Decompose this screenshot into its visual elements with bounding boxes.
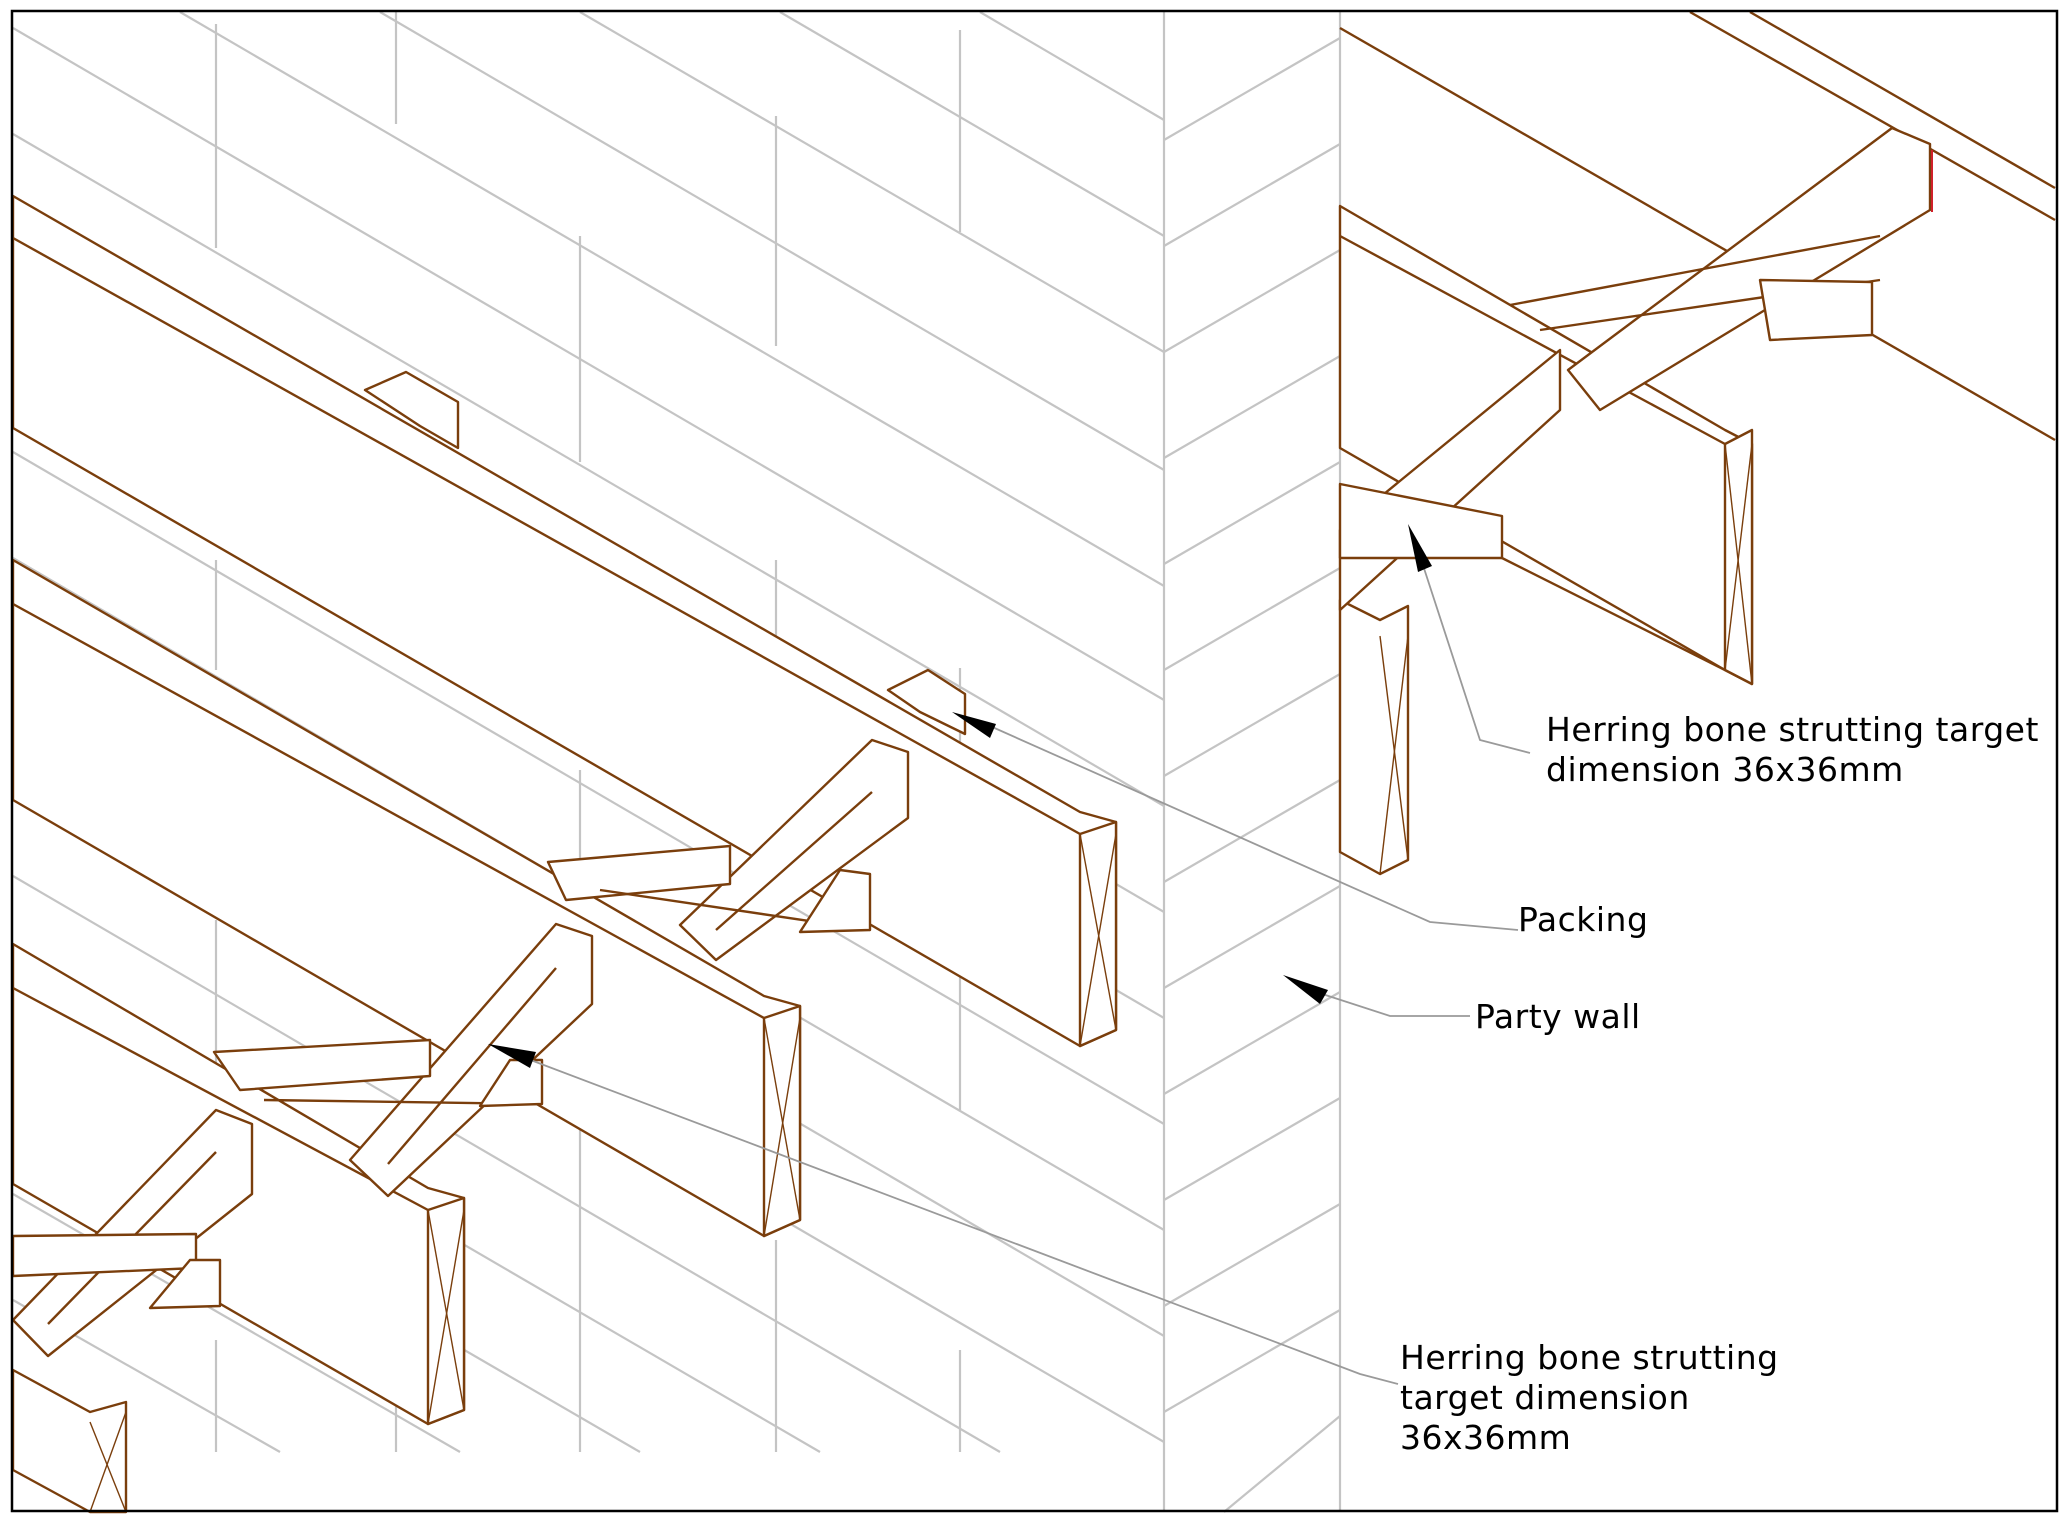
leader-lines xyxy=(519,552,1531,1385)
label-strutting-bottom: Herring bone strutting target dimension … xyxy=(1400,1338,1779,1457)
left-joists xyxy=(11,194,1118,1514)
leader-arrowheads xyxy=(488,524,1432,1068)
arrow-party-wall xyxy=(1283,975,1328,1004)
drawing-frame xyxy=(10,9,2059,1513)
arrow-strutting-bottom xyxy=(488,1044,536,1068)
arrow-strutting-top xyxy=(1408,524,1432,572)
right-joists xyxy=(1338,10,2056,876)
arrow-packing xyxy=(952,712,996,738)
label-packing: Packing xyxy=(1518,900,1649,939)
label-strutting-top: Herring bone strutting target dimension … xyxy=(1546,710,2039,789)
label-party-wall: Party wall xyxy=(1475,997,1641,1036)
party-wall-return-face xyxy=(1162,12,1342,1513)
